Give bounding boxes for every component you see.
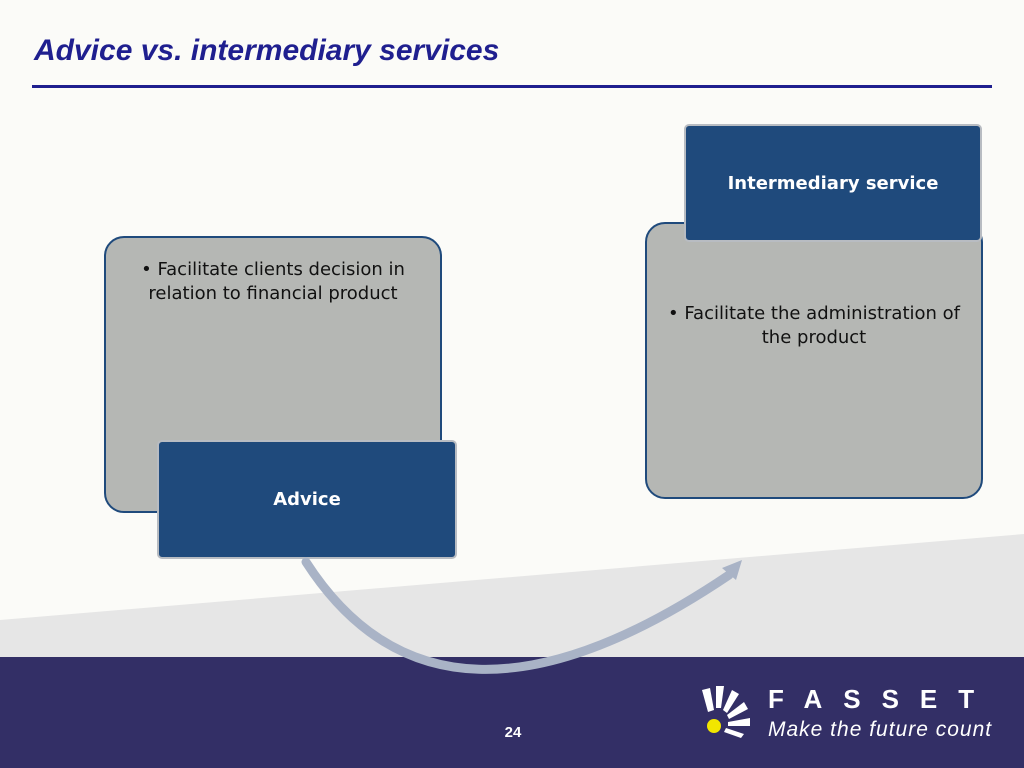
fasset-logo: FASSET Make the future count [700,684,1000,744]
intermediary-label-box: Intermediary service [684,124,982,242]
slide-title: Advice vs. intermediary services [34,34,500,67]
advice-label-box: Advice [157,440,457,559]
brand-name: FASSET [768,684,996,714]
advice-label: Advice [273,489,341,510]
intermediary-bullet-text: Facilitate the administration of the pro… [684,303,960,348]
footer-bar [0,657,1024,768]
page-number: 24 [504,724,522,741]
brand-tagline: Make the future count [768,718,993,741]
advice-bullet-text: Facilitate clients decision in relation … [148,259,405,304]
intermediary-bullet: • Facilitate the administration of the p… [668,303,960,348]
intermediary-label: Intermediary service [727,172,939,194]
intermediary-card: • Facilitate the administration of the p… [645,222,983,499]
advice-bullet: • Facilitate clients decision in relatio… [141,259,405,304]
title-underline [32,85,992,88]
fasset-logo-icon [702,686,750,738]
